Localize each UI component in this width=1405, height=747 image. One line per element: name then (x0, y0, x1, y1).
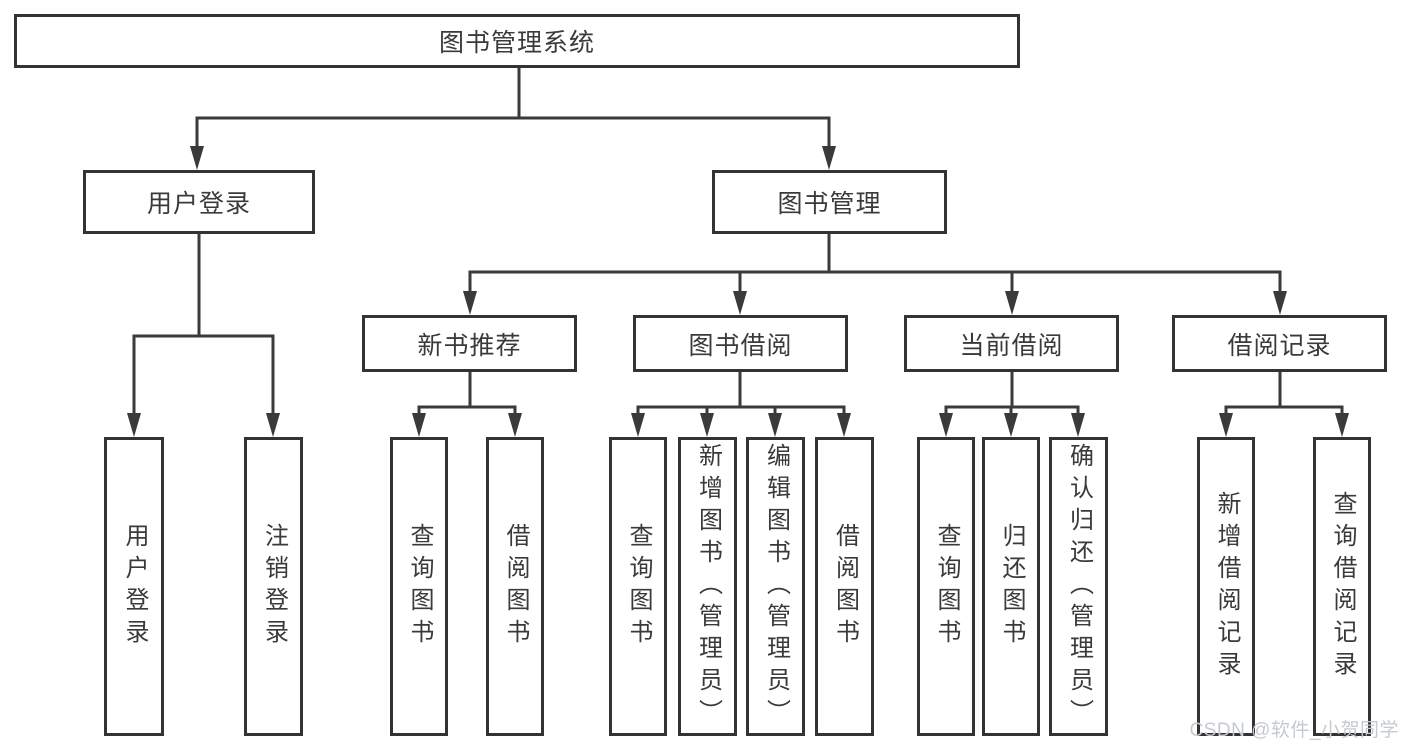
leaf-current-confirm-return-admin: 确认归还（管理员） (1049, 437, 1108, 736)
node-user-login-branch: 用户登录 (83, 170, 315, 234)
leaf-records-add-record: 新增借阅记录 (1197, 437, 1255, 736)
leaf-borrow-edit-books-admin: 编辑图书（管理员） (746, 437, 805, 736)
node-book-borrow: 图书借阅 (633, 315, 848, 372)
node-current-borrow: 当前借阅 (904, 315, 1119, 372)
node-book-management-branch: 图书管理 (712, 170, 947, 234)
leaf-current-return-books: 归还图书 (982, 437, 1040, 736)
leaf-logout: 注销登录 (244, 437, 303, 736)
leaf-user-login: 用户登录 (104, 437, 164, 736)
leaf-records-query-record: 查询借阅记录 (1313, 437, 1371, 736)
leaf-recommend-borrow-books: 借阅图书 (486, 437, 544, 736)
arrowheads (127, 146, 1349, 437)
node-borrow-records: 借阅记录 (1172, 315, 1387, 372)
leaf-current-query-books: 查询图书 (917, 437, 975, 736)
csdn-watermark: CSDN @软件_小贺同学 (1189, 720, 1399, 741)
leaf-recommend-query-books: 查询图书 (390, 437, 448, 736)
leaf-borrow-borrow-books: 借阅图书 (815, 437, 874, 736)
leaf-borrow-add-books-admin: 新增图书（管理员） (678, 437, 737, 736)
leaf-borrow-query-books: 查询图书 (609, 437, 667, 736)
node-new-book-recommend: 新书推荐 (362, 315, 577, 372)
node-library-system-root: 图书管理系统 (14, 14, 1020, 68)
